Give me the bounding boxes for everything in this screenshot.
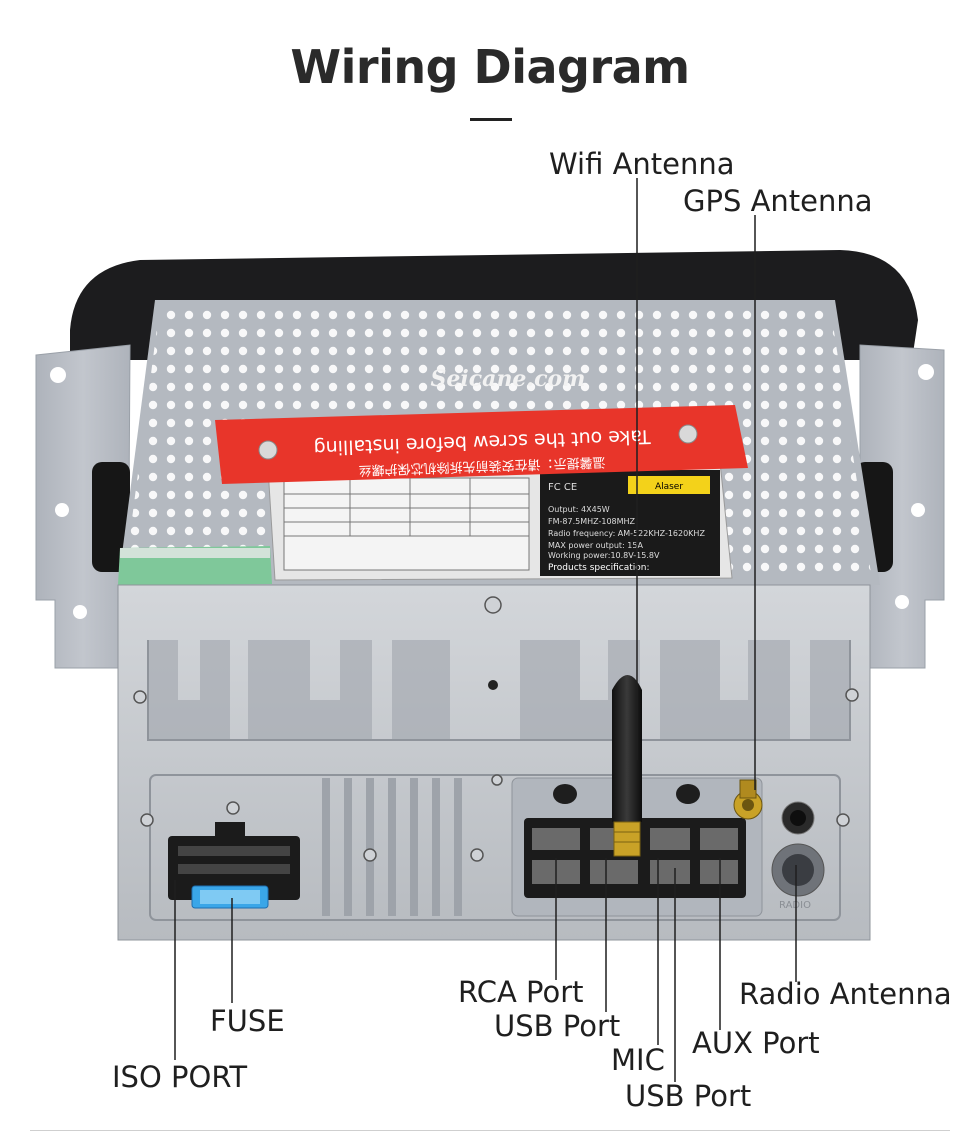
- mounting-bracket: [35, 344, 945, 669]
- label-rca-port: RCA Port: [458, 975, 584, 1009]
- iso-connector: [168, 822, 300, 900]
- watermark-text: Seicane.com: [431, 366, 586, 392]
- spec-line: Radio frequency: AM-522KHZ-1620KHZ: [548, 529, 705, 538]
- label-wifi-antenna: Wifi Antenna: [549, 147, 735, 181]
- radio-socket-text: RADIO: [779, 900, 811, 911]
- label-gps-antenna: GPS Antenna: [683, 184, 873, 218]
- green-strip: [118, 546, 272, 585]
- radio-antenna-socket: RADIO: [771, 801, 825, 911]
- fuse: [191, 885, 269, 909]
- spec-line: MAX power output: 15A: [548, 541, 643, 550]
- page-title: Wiring Diagram: [290, 40, 690, 94]
- spec-line: FM-87.5MHZ-108MHZ: [548, 517, 636, 526]
- spec-label: Alaser FC CE Output: 4X45W FM-87.5MHZ-10…: [267, 461, 733, 581]
- spec-line: Working power:10.8V-15.8V: [548, 551, 660, 560]
- spec-heading: Products specification:: [548, 563, 650, 573]
- multi-pin-connector: [524, 818, 746, 898]
- gps-sma-connector: [733, 779, 763, 820]
- label-usb-port-2: USB Port: [625, 1079, 752, 1113]
- laser-warning-text: Alaser: [655, 482, 683, 492]
- bottom-divider: [30, 1130, 950, 1131]
- title-underline: [470, 118, 512, 121]
- label-iso-port: ISO PORT: [112, 1060, 248, 1094]
- label-usb-port-1: USB Port: [494, 1009, 621, 1043]
- warning-sticker: Take out the screw before installing 温馨提…: [215, 405, 748, 484]
- label-aux-port: AUX Port: [692, 1026, 820, 1060]
- spec-line: Output: 4X45W: [548, 505, 610, 514]
- label-radio-antenna: Radio Antenna: [739, 977, 952, 1011]
- cert-text: FC CE: [548, 482, 577, 493]
- label-fuse: FUSE: [210, 1004, 285, 1038]
- leader-lines: [174, 178, 797, 1082]
- label-mic: MIC: [611, 1043, 665, 1077]
- wifi-antenna: [612, 675, 642, 857]
